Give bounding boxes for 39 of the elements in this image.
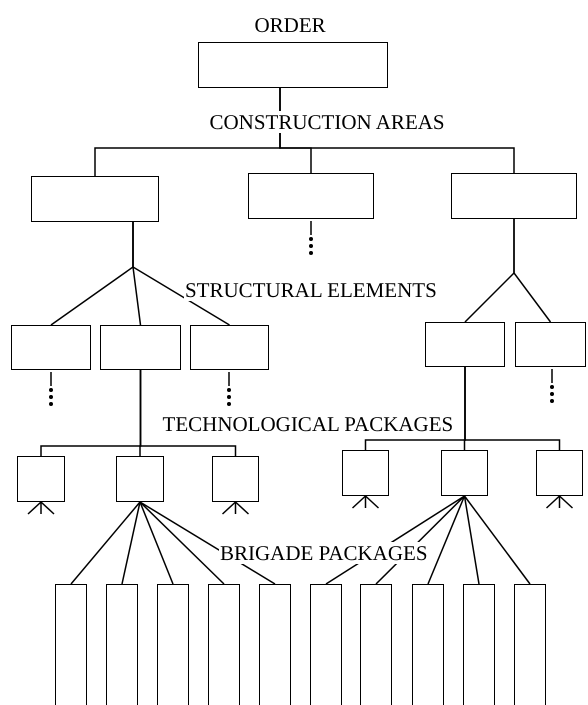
package-bar <box>208 584 240 705</box>
connector-line <box>132 222 230 326</box>
empty-box <box>451 173 577 219</box>
connector-line <box>140 370 236 456</box>
empty-box <box>515 322 586 367</box>
package-bar <box>514 584 546 705</box>
connector-line <box>279 88 515 173</box>
empty-box <box>198 42 388 88</box>
connector-line <box>513 219 552 322</box>
connector-line <box>464 496 531 584</box>
connector-line <box>464 367 560 450</box>
empty-box <box>536 450 583 496</box>
connector-line <box>70 502 141 584</box>
empty-box <box>100 325 181 370</box>
package-bar <box>157 584 189 705</box>
empty-box <box>425 322 505 367</box>
package-bar <box>106 584 138 705</box>
empty-box <box>11 325 91 370</box>
empty-box <box>248 173 374 219</box>
package-bar <box>463 584 495 705</box>
empty-box <box>190 325 269 370</box>
empty-box <box>116 456 164 502</box>
empty-box <box>342 450 389 496</box>
level-label: CONSTRUCTION AREAS <box>208 111 446 133</box>
empty-box <box>31 176 159 222</box>
empty-box <box>212 456 259 502</box>
connector-line <box>139 502 174 584</box>
connector-line <box>427 496 466 584</box>
connector-line <box>139 501 225 585</box>
connector-line <box>121 502 141 584</box>
package-bar <box>259 584 291 705</box>
package-bar <box>360 584 392 705</box>
connector-line <box>464 496 480 584</box>
empty-box <box>17 456 65 502</box>
package-bar <box>310 584 342 705</box>
level-label: BRIGADE PACKAGES <box>219 542 429 564</box>
empty-box <box>441 450 488 496</box>
package-bar <box>412 584 444 705</box>
package-bar <box>55 584 87 705</box>
